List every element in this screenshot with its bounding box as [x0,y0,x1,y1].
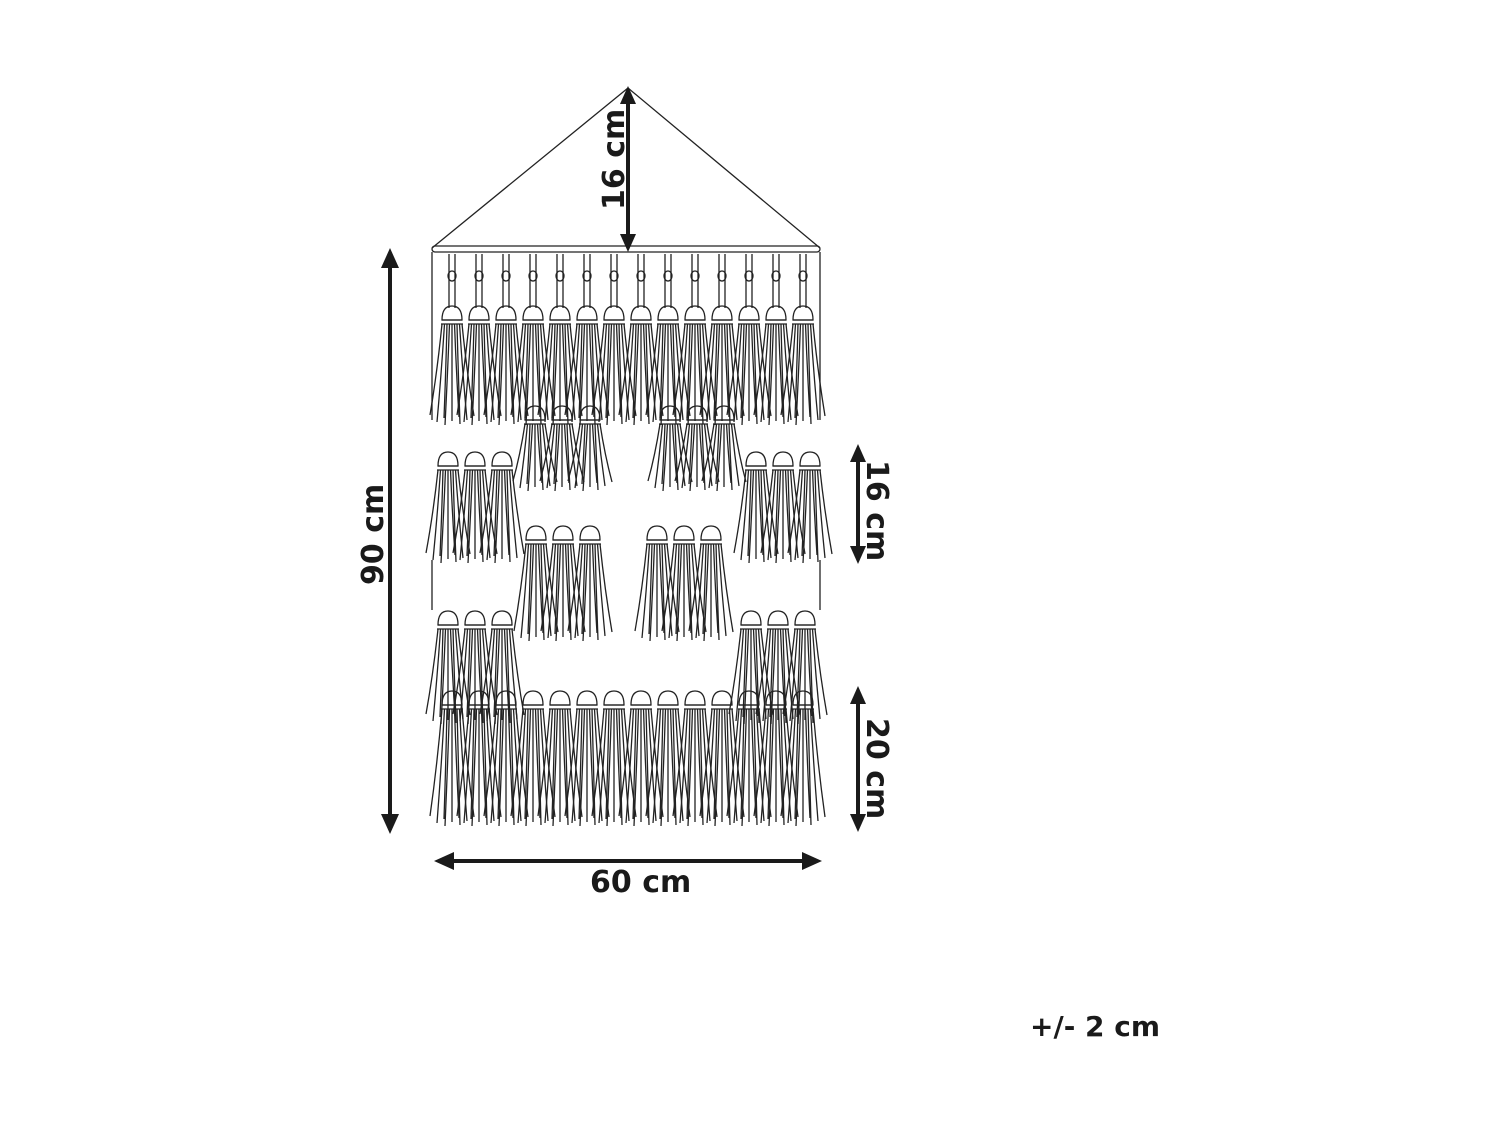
tassel [513,525,559,642]
backing-panel [431,252,821,610]
tassel [726,690,772,827]
total-height-arrow [381,248,399,834]
bottom-tier-arrow [850,686,866,832]
tassel [429,690,475,827]
hanger-height-label: 16 cm [597,109,632,210]
tassel [618,690,664,827]
tassel [537,690,583,827]
tassel [512,405,558,492]
tassel [567,405,613,492]
tassel [647,405,693,492]
tassel [591,254,637,426]
tassel [634,525,680,642]
hanging-string [431,87,821,249]
tassel [537,254,583,426]
tassel [782,610,828,725]
tassel [699,254,745,426]
tassel [661,525,707,642]
tassel [479,451,525,564]
tassel [510,690,556,827]
tassel [645,690,691,827]
tassel-group [425,254,833,827]
tassel [728,610,774,725]
tassel [672,690,718,827]
tassel [780,254,826,426]
tassel [567,525,613,642]
tassel [780,690,826,827]
tassel [510,254,556,426]
tassel [618,254,664,426]
tassel [701,405,747,492]
tassel [425,451,471,564]
tassel [479,610,525,725]
width-arrow [434,852,822,870]
tassel [755,610,801,725]
tassel [753,254,799,426]
tolerance-note: +/- 2 cm [1030,1010,1161,1043]
tassel [483,690,529,827]
tassel [539,405,585,492]
tassel [425,610,471,725]
tassel [591,690,637,827]
tassel [688,525,734,642]
middle-tier-arrow [850,444,866,564]
bottom-tier-label: 20 cm [859,718,894,819]
tassel [540,525,586,642]
tassel [787,451,833,564]
tassel [674,405,720,492]
tassel [452,451,498,564]
width-label: 60 cm [590,865,691,900]
tassel [760,451,806,564]
hanger-height-arrow [620,86,636,252]
middle-tier-label: 16 cm [859,460,894,561]
tassel [564,690,610,827]
tassel [726,254,772,426]
tassel [452,610,498,725]
total-height-label: 90 cm [356,484,391,585]
tassel [733,451,779,564]
